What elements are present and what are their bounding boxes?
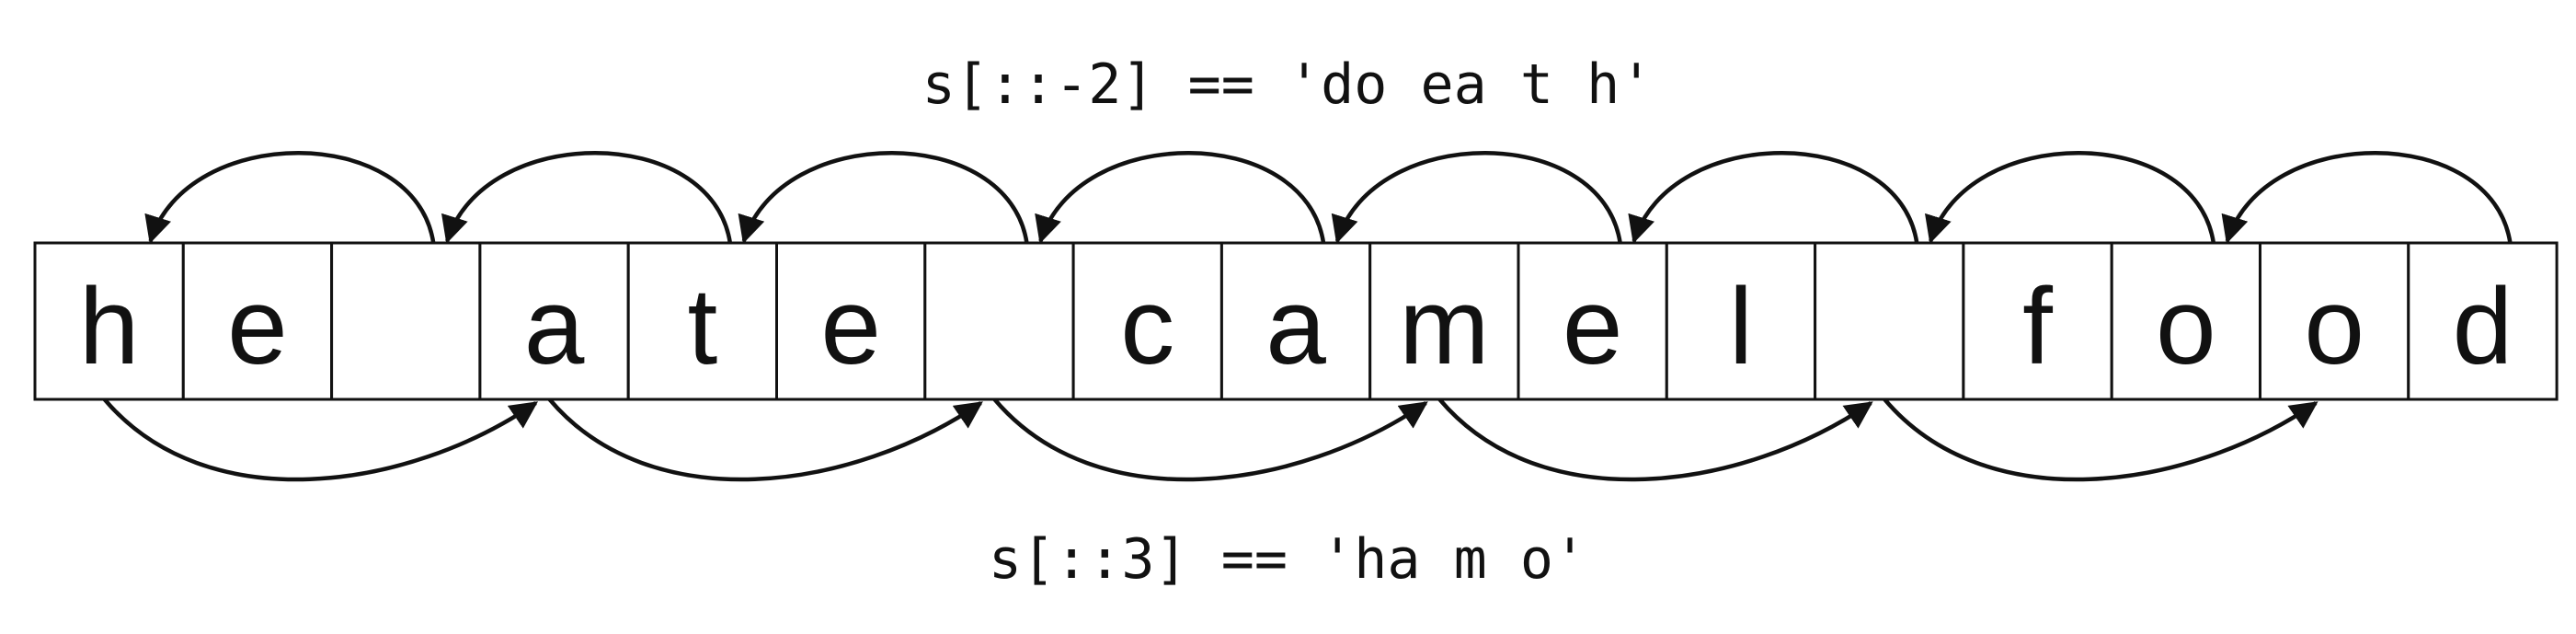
reverse-step-arrow — [1331, 151, 1622, 244]
char-cell: a — [478, 241, 630, 401]
forward-step-arrow — [547, 398, 983, 482]
char-cell-box — [33, 241, 185, 401]
char-cell-box — [2110, 241, 2261, 401]
char-cell-letter: t — [687, 266, 717, 387]
char-cell-letter: h — [79, 266, 140, 387]
reverse-step-arrow — [2221, 151, 2513, 244]
forward-step-arrow — [102, 398, 539, 482]
top-caption: s[::-2] == 'do ea t h' — [922, 52, 1654, 117]
forward-step-arrow — [1883, 398, 2318, 482]
char-cell: e — [1517, 241, 1668, 401]
char-cell: o — [2110, 241, 2261, 401]
char-cell-letter: a — [1265, 266, 1326, 387]
char-cell-box — [923, 241, 1075, 401]
char-cell-letter: e — [227, 266, 288, 387]
char-cell-box — [478, 241, 630, 401]
char-cell-letter: e — [1563, 266, 1623, 387]
char-cell: h — [33, 241, 185, 401]
forward-step-arrows — [102, 398, 2318, 482]
reverse-step-arrow — [1628, 151, 1919, 244]
reverse-step-arrow — [1925, 151, 2216, 244]
char-cell-letter: c — [1120, 266, 1174, 387]
char-cell-box — [775, 241, 927, 401]
char-cell-box — [2259, 241, 2410, 401]
char-cell-letter: m — [1399, 266, 1489, 387]
char-cell: t — [626, 241, 779, 401]
char-cell-box — [1071, 241, 1223, 401]
reverse-step-arrow — [441, 151, 733, 244]
reverse-step-arrow — [1035, 151, 1326, 244]
char-cell — [1814, 241, 1965, 401]
char-cell: a — [1219, 241, 1372, 401]
char-cell-box — [2407, 241, 2559, 401]
char-cell: l — [1665, 241, 1817, 401]
char-cell-box — [330, 241, 482, 401]
char-cell-letter: o — [2156, 266, 2216, 387]
char-cell-letter: a — [524, 266, 585, 387]
char-cell: d — [2407, 241, 2559, 401]
char-cell — [923, 241, 1075, 401]
char-cell-letter: f — [2022, 266, 2053, 387]
char-cell-box — [1517, 241, 1668, 401]
bottom-caption: s[::3] == 'ha m o' — [989, 527, 1586, 592]
reverse-step-arrow — [144, 151, 436, 244]
char-cell: e — [775, 241, 927, 401]
char-cell-box — [1665, 241, 1817, 401]
char-cell: f — [1962, 241, 2113, 401]
char-cell: o — [2259, 241, 2410, 401]
forward-step-arrow — [992, 398, 1428, 482]
char-cell: m — [1368, 241, 1520, 401]
reverse-step-arrow — [738, 151, 1029, 244]
char-cell: e — [181, 241, 334, 401]
char-cell — [330, 241, 482, 401]
char-cell-letter: l — [1729, 266, 1753, 387]
char-cell-letter: e — [820, 266, 881, 387]
char-cell-box — [1814, 241, 1965, 401]
char-cell-letter: o — [2304, 266, 2364, 387]
forward-step-arrow — [1437, 398, 1873, 482]
char-cell-box — [1219, 241, 1372, 401]
reverse-step-arrows — [144, 151, 2513, 244]
char-cell-box — [181, 241, 334, 401]
char-cell-box — [1368, 241, 1520, 401]
char-cell: c — [1071, 241, 1223, 401]
char-cell-letter: d — [2453, 266, 2513, 387]
